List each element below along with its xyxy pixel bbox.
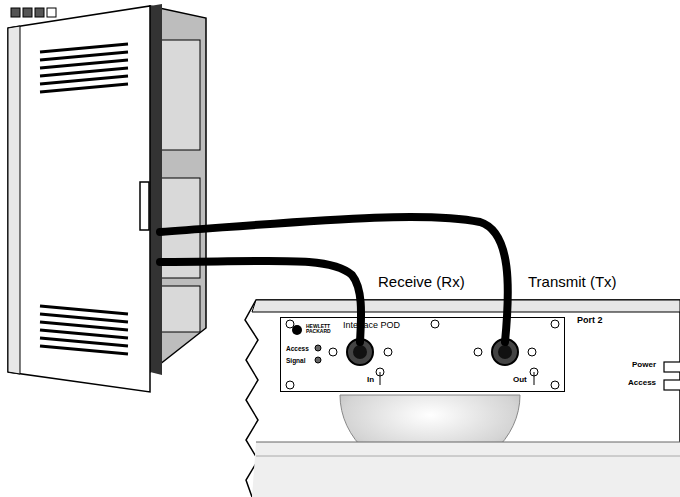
instrument-body [245, 300, 680, 497]
pod-panel [280, 317, 565, 392]
port-label: Port 2 [577, 316, 603, 326]
brand-name: HEWLETT PACKARD [306, 324, 330, 335]
instrument-front: Port 2PowerAccessHEWLETT PACKARDInterfac… [240, 296, 680, 497]
led-label: Signal [286, 357, 306, 364]
led-label: Access [286, 345, 309, 352]
cable [160, 217, 508, 342]
equipment-cabinet [8, 4, 206, 392]
indicator-label: Access [628, 379, 656, 388]
cable-label: Transmit (Tx) [528, 274, 617, 291]
module-name: Interface POD [343, 321, 400, 331]
connector-label: In [367, 376, 374, 385]
cable-label: Receive (Rx) [378, 274, 465, 291]
connector-label: Out [513, 376, 527, 385]
interface-pod: HEWLETT PACKARD Interface POD AccessSignal… [280, 317, 565, 392]
indicator-label: Power [632, 361, 656, 370]
